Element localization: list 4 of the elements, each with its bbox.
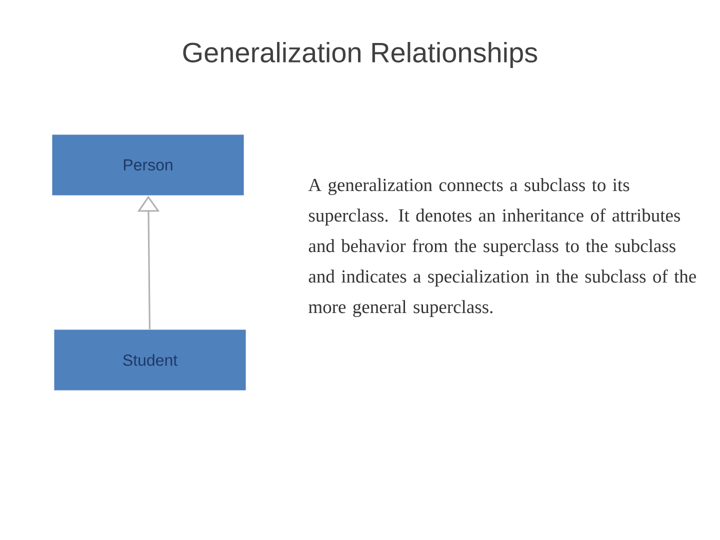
class-box: Student — [54, 329, 246, 391]
class-box: Person — [52, 134, 244, 196]
slide-title: Generalization Relationships — [183, 42, 538, 68]
description-text: A generalization connects a subclass to its superclass. It denotes an inheritance of attributes and behavior from the superclass to the subclass and indicates a specialization in the subclass of the more general superclass. — [308, 178, 696, 318]
